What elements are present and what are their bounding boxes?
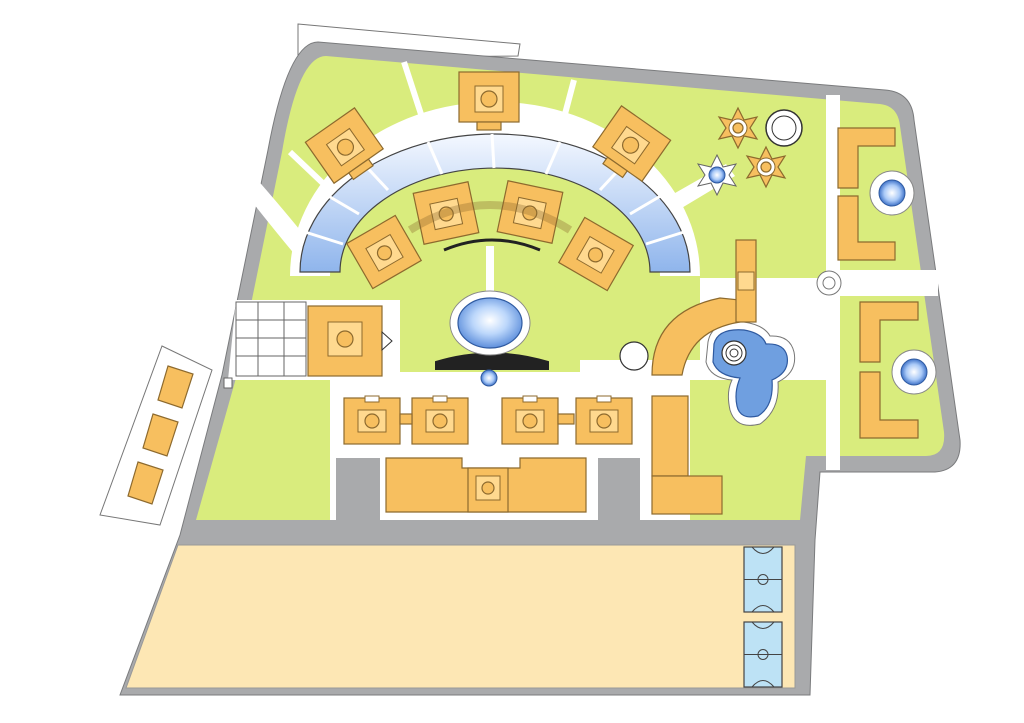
star-fountain [696,153,738,197]
court-upper [743,546,783,613]
parking-bay [127,461,164,505]
service-block [651,395,723,515]
star-pavilions [696,106,803,197]
central-courtyard [400,238,580,387]
parking-bay [142,413,179,457]
villa [411,397,469,445]
east-villas [816,127,937,439]
clubhouse [385,457,587,513]
small-fountain [480,369,498,387]
court-lower [743,621,783,688]
curved-terrace [651,297,741,376]
villa [412,181,480,245]
roundabout [816,270,842,296]
star-pavilion [717,106,759,150]
round-kiosk [619,341,649,371]
villa [501,397,559,445]
radial-paths [287,61,577,193]
sports-courts [743,546,783,688]
pavilion [591,105,672,183]
villa-fountain [891,349,937,395]
spiral-tower [721,340,747,366]
villa-wing [859,371,919,439]
pavilion [458,71,520,131]
villa [575,397,633,445]
crescent-villas [345,180,635,292]
villa-wing [837,195,896,261]
entrance-building [223,301,393,389]
crescent-gallery [299,133,691,273]
parking-bay [157,365,194,409]
outer-pavilions [304,71,672,185]
villa [557,216,635,292]
gazebo [765,109,803,147]
south-villas [343,395,633,445]
villa-fountain [869,170,915,216]
free-form-pool [619,239,796,426]
pavilion [304,107,385,185]
star-pavilion [745,145,787,189]
villa [496,180,564,244]
sports-field [125,544,796,689]
villa-wing [859,301,919,363]
villa [343,397,401,445]
parking-bays [99,345,213,526]
villa [345,214,423,290]
villa-wing [837,127,896,189]
